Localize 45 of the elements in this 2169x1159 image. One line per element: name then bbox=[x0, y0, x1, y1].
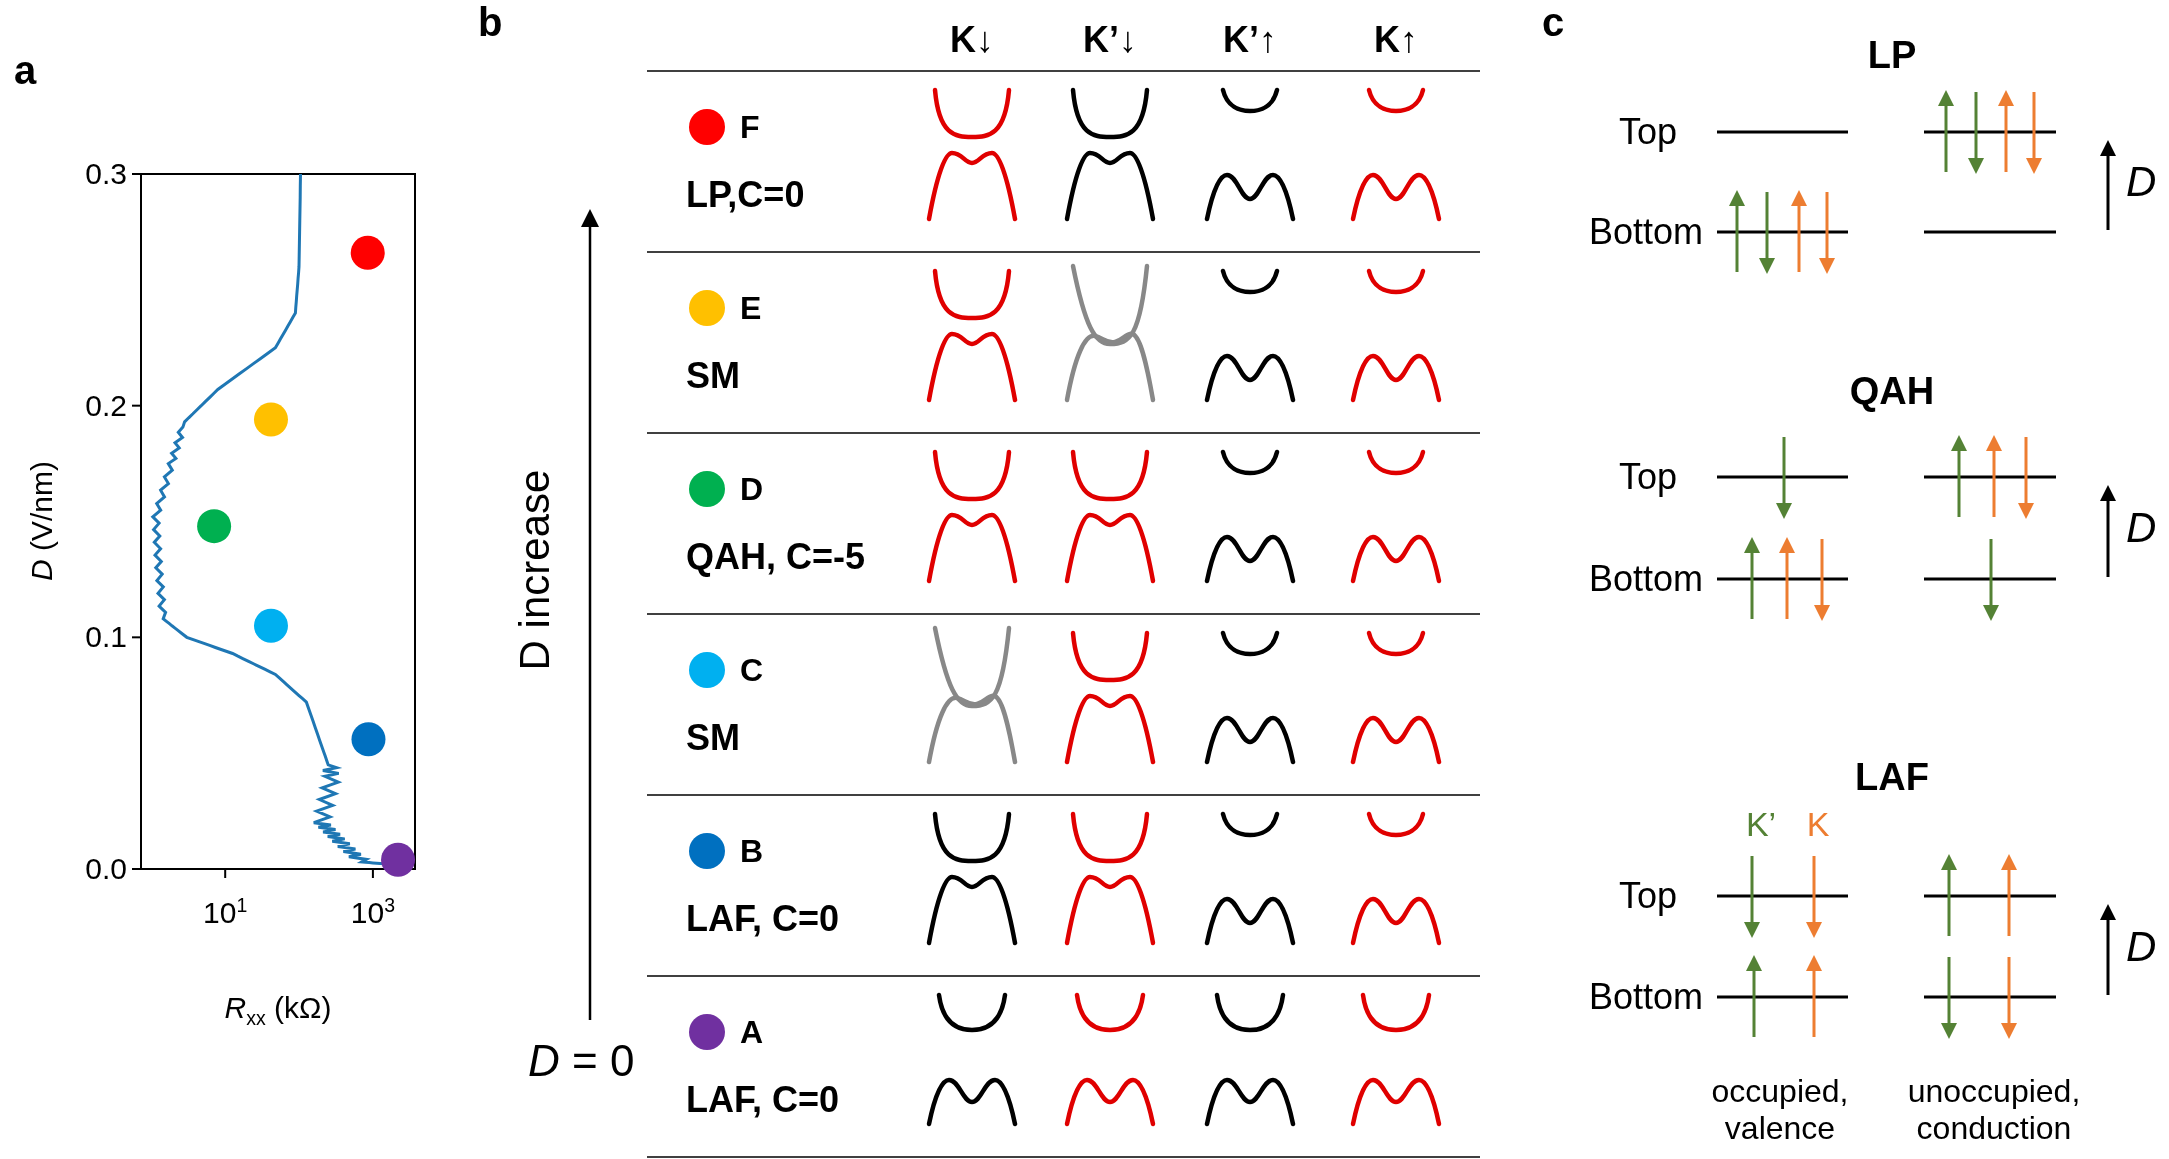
phase-label: SM bbox=[686, 355, 740, 397]
panel-letter: c bbox=[1542, 0, 1565, 45]
level-label: Top bbox=[1618, 111, 1677, 153]
column-header: K’↑ bbox=[1223, 19, 1277, 61]
phase-label: QAH, C=-5 bbox=[686, 536, 866, 578]
tick-label: 0.1 bbox=[85, 620, 127, 655]
valley-label: K bbox=[1806, 805, 1830, 845]
phase-label: LP,C=0 bbox=[686, 174, 805, 216]
level-label: Top bbox=[1618, 456, 1677, 498]
tick-label: 0.3 bbox=[85, 156, 127, 192]
state-letter: B bbox=[740, 832, 764, 870]
tick-label: 10$^{3}$ bbox=[350, 893, 395, 931]
field-label: D bbox=[2126, 157, 2157, 207]
state-letter: A bbox=[740, 1013, 764, 1051]
section-heading: LP bbox=[1867, 34, 1917, 78]
field-label: D bbox=[2126, 503, 2157, 553]
level-label: Bottom bbox=[1588, 976, 1703, 1018]
axis-title: R$_{xx}$ (kΩ) bbox=[224, 990, 332, 1030]
tick-label: 10$^{1}$ bbox=[203, 893, 248, 931]
axis-title: D = 0 bbox=[528, 1035, 635, 1087]
phase-label: LAF, C=0 bbox=[686, 898, 840, 940]
column-header: K↑ bbox=[1374, 19, 1418, 61]
section-heading: QAH bbox=[1849, 370, 1935, 414]
column-caption: occupied, valence bbox=[1710, 1073, 1850, 1147]
axis-title: D (V/nm) bbox=[24, 461, 59, 581]
field-label: D bbox=[2126, 922, 2157, 971]
state-letter: F bbox=[740, 108, 760, 146]
panel-letter: b bbox=[478, 0, 503, 45]
column-header: K↓ bbox=[950, 19, 994, 61]
level-label: Bottom bbox=[1588, 211, 1703, 253]
state-letter: C bbox=[740, 651, 764, 689]
column-header: K’↓ bbox=[1083, 19, 1137, 61]
level-label: Bottom bbox=[1588, 558, 1703, 600]
section-heading: LAF bbox=[1855, 756, 1929, 800]
level-label: Top bbox=[1618, 875, 1677, 917]
state-letter: D bbox=[740, 470, 764, 508]
valley-label: K’ bbox=[1745, 805, 1777, 845]
tick-label: 0.0 bbox=[85, 851, 127, 887]
panel-letter: a bbox=[14, 47, 37, 93]
state-letter: E bbox=[740, 289, 762, 327]
phase-label: SM bbox=[686, 717, 740, 759]
column-caption: unoccupied, conduction bbox=[1906, 1073, 2082, 1147]
axis-title: D increase bbox=[510, 469, 559, 671]
tick-label: 0.2 bbox=[85, 388, 127, 423]
phase-label: LAF, C=0 bbox=[686, 1079, 840, 1121]
